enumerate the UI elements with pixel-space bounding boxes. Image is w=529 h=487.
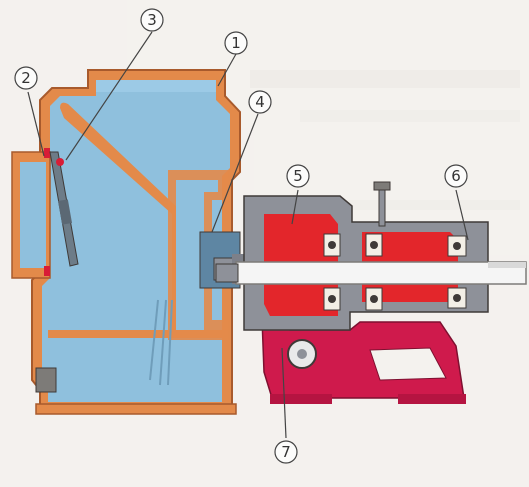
leader-1 [217, 53, 237, 87]
leader-3 [65, 31, 153, 161]
oil-filler-stem [378, 185, 386, 227]
shaft-nut [215, 263, 239, 283]
casing-impeller-cavity [176, 180, 218, 330]
shaft-keyway [488, 262, 526, 268]
inlet-gasket-top [44, 148, 50, 158]
bracket-plug-center [297, 349, 307, 359]
bracket-foot-right [398, 394, 466, 404]
callout-6: 6 [444, 164, 468, 188]
callout-1: 1 [224, 31, 248, 55]
leader-lines [27, 31, 469, 439]
callout-2: 2 [14, 66, 38, 90]
oil-filler-cap [373, 181, 391, 191]
bearing-left [323, 233, 341, 311]
check-valve-hinge [56, 158, 64, 166]
callout-6-label: 6 [451, 167, 461, 185]
callout-4: 4 [248, 90, 272, 114]
diffuser-marks [149, 299, 173, 386]
leader-4 [211, 113, 259, 233]
callout-7: 7 [274, 440, 298, 464]
pump-casing [31, 69, 241, 415]
bearing-right [447, 235, 467, 309]
callout-5: 5 [286, 164, 310, 188]
bracket-foot-left [270, 394, 332, 404]
bearing-bracket [261, 317, 466, 404]
leader-5 [291, 189, 299, 225]
callout-2-label: 2 [21, 69, 31, 87]
bearing-middle [365, 233, 383, 311]
callout-4-label: 4 [255, 93, 265, 111]
inlet-passage [20, 162, 46, 268]
callout-7-label: 7 [281, 443, 291, 461]
casing-base-flange [35, 403, 237, 415]
drain-plug [35, 367, 57, 393]
callout-3-label: 3 [147, 11, 157, 29]
callout-5-label: 5 [293, 167, 303, 185]
casing-top-neck [96, 80, 216, 92]
callout-1-label: 1 [231, 34, 241, 52]
inlet-flange [11, 148, 79, 279]
shaft [215, 261, 527, 285]
leader-2 [27, 91, 45, 157]
inlet-gasket-bottom [44, 266, 50, 276]
leader-6 [455, 189, 469, 241]
bracket-window [369, 347, 447, 381]
leader-7 [281, 347, 287, 439]
check-valve-weight [57, 199, 73, 225]
shaft-body [235, 261, 527, 285]
callout-3: 3 [140, 8, 164, 32]
